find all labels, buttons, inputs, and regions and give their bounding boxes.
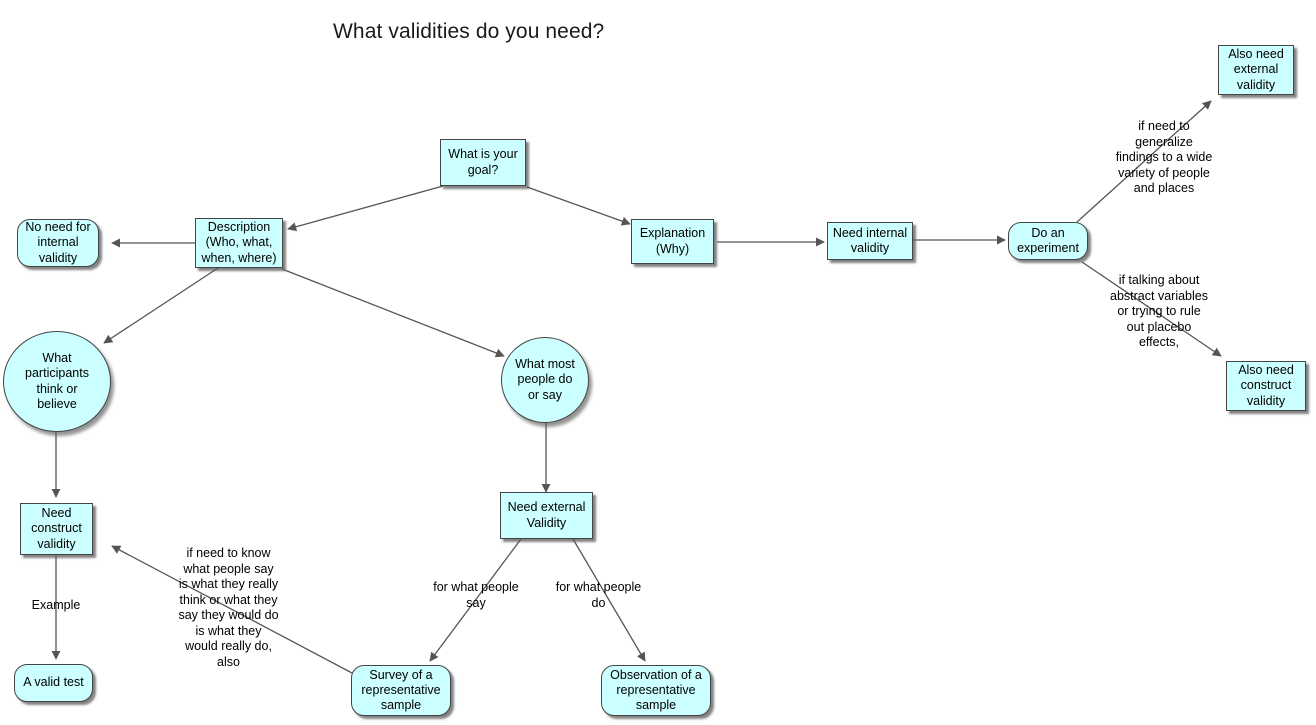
node-also-need-external-validity[interactable]: Also need external validity — [1218, 45, 1294, 95]
node-what-is-your-goal[interactable]: What is your goal? — [440, 139, 526, 186]
edge-do-experiment-to-also-external — [1076, 100, 1212, 223]
edge-label-abstract-variables: if talking about abstract variables or t… — [1110, 273, 1208, 349]
node-description[interactable]: Description (Who, what, when, where) — [195, 218, 283, 268]
node-observation-of-a-representative-sample[interactable]: Observation of a representative sample — [601, 665, 711, 716]
edge-need-external-to-observation — [572, 538, 646, 662]
edge-survey-to-need-construct — [111, 545, 353, 674]
edge-description-to-most-people-do — [281, 268, 505, 358]
edge-label-for-what-people-do: for what people do — [555, 580, 642, 610]
edge-goal-to-description — [287, 185, 444, 232]
edge-label-if-need-to-know: if need to know what people say is what … — [178, 546, 279, 669]
node-no-need-for-internal-validity[interactable]: No need for internal validity — [17, 219, 99, 267]
node-need-construct-validity[interactable]: Need construct validity — [20, 503, 93, 555]
edge-label-example: Example — [31, 598, 81, 612]
node-what-most-people-do-or-say[interactable]: What most people do or say — [501, 337, 589, 423]
node-survey-of-a-representative-sample[interactable]: Survey of a representative sample — [351, 665, 451, 716]
node-need-external-validity[interactable]: Need external Validity — [500, 492, 593, 539]
node-what-participants-think-or-believe[interactable]: What participants think or believe — [3, 331, 111, 432]
page-title: What validities do you need? — [333, 20, 605, 43]
node-do-an-experiment[interactable]: Do an experiment — [1008, 222, 1088, 260]
edge-need-external-to-survey — [429, 538, 522, 662]
node-need-internal-validity[interactable]: Need internal validity — [827, 222, 913, 260]
node-also-need-construct-validity[interactable]: Also need construct validity — [1226, 361, 1306, 411]
edge-goal-to-explanation — [526, 186, 631, 226]
edge-do-experiment-to-also-construct — [1081, 261, 1222, 357]
edge-label-generalize: if need to generalize findings to a wide… — [1115, 119, 1213, 195]
node-a-valid-test[interactable]: A valid test — [14, 664, 93, 702]
node-explanation[interactable]: Explanation (Why) — [631, 219, 714, 264]
edge-description-to-participants-think — [103, 267, 219, 344]
edge-label-for-what-people-say: for what people say — [433, 580, 519, 610]
